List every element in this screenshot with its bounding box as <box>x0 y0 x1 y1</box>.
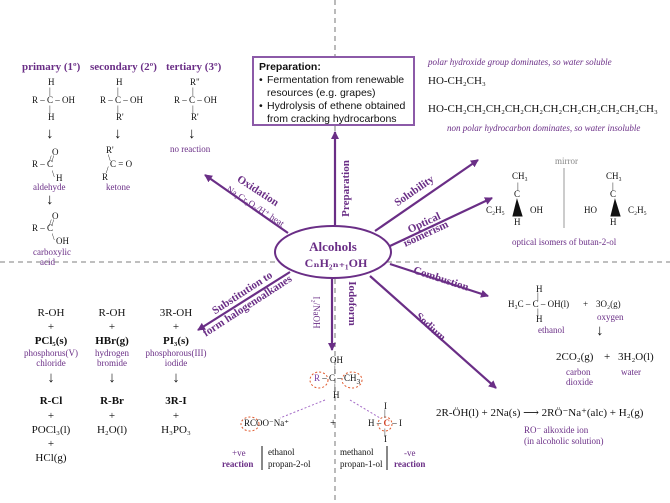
halogen-plus-2: + <box>108 321 116 333</box>
label-negative-2: reaction <box>394 459 426 469</box>
halogen-ri: 3R-I <box>165 395 187 407</box>
label-ketone: ketone <box>106 182 130 192</box>
heading-secondary: secondary (2º) <box>90 61 157 73</box>
label-carboxylic-1: carboxylic <box>33 247 71 257</box>
dashed-split-left <box>279 399 326 419</box>
optical-caption: optical isomers of butan-2-ol <box>512 237 617 247</box>
down-arrow-secondary: ↓ <box>114 126 122 142</box>
preparation-item-2a: Hydrolysis of ethene obtained <box>259 100 408 113</box>
preparation-box: Preparation: Fermentation from renewable… <box>252 56 415 126</box>
label-mirror: mirror <box>555 156 578 166</box>
preparation-item-1b: resources (e.g. grapes) <box>267 87 376 99</box>
wedge-right <box>610 198 621 217</box>
combustion-plus-2: + <box>604 351 611 363</box>
combustion-plus-1: + <box>583 299 589 309</box>
halogen-pcl5: PCl₅(s) <box>34 335 68 347</box>
dashed-split-right <box>349 399 381 419</box>
halogen-pcl5-name-1: phosphorus(V) <box>24 348 78 358</box>
highlight-rcoo <box>240 416 260 432</box>
arrow-combustion <box>389 262 489 298</box>
center-title: Alcohols <box>309 239 357 254</box>
label-carbon: carbon <box>566 367 591 377</box>
arrow-solubility <box>374 159 479 232</box>
label-positive-2: reaction <box>222 459 254 469</box>
combustion-co2: 2CO₂(g) <box>556 351 594 363</box>
down-arrow-combustion: ↓ <box>596 323 604 339</box>
label-aldehyde: aldehyde <box>33 182 66 192</box>
solubility-long-formula: HO-CH₂CH₂CH₂CH₂CH₂CH₂CH₂CH₂CH₂CH₂CH₃ <box>428 103 658 115</box>
halogen-roh-3: 3R-OH <box>159 307 193 319</box>
label-no-reaction: no reaction <box>170 144 211 154</box>
heading-primary: primary (1º) <box>22 61 81 73</box>
label-dioxide: dioxide <box>566 377 593 387</box>
heading-tertiary: tertiary (3º) <box>166 61 222 73</box>
halogen-plus-6: + <box>172 410 180 422</box>
sodium-equation: 2R-ÖH(l) + 2Na(s) ⟶ 2RÖ⁻Na⁺(alc) + H₂(g) <box>436 407 644 419</box>
halogen-plus-4: + <box>47 410 55 422</box>
down-arrow-aldehyde: ↓ <box>46 192 54 208</box>
sodium-ion-note: (in alcoholic solution) <box>524 436 604 446</box>
halogen-h3po3: H₃PO₃ <box>161 424 191 436</box>
halogen-hcl: HCl(g) <box>35 452 67 464</box>
label-ethanol: ethanol <box>538 325 565 335</box>
arrow-optical <box>389 197 493 247</box>
halogen-roh-1: R-OH <box>37 307 65 319</box>
halogen-plus-3: + <box>172 321 180 333</box>
combustion-h2o: 3H₂O(l) <box>618 351 654 363</box>
label-positive-1: +ve <box>232 448 246 458</box>
label-negative-1: -ve <box>404 448 416 458</box>
negative-example-1: methanol <box>340 447 374 457</box>
halogen-plus-7: + <box>47 438 55 450</box>
halogen-hbr: HBr(g) <box>95 335 129 347</box>
highlight-ch3-group <box>341 371 363 389</box>
combustion-o2: 3O₂(g) <box>596 299 621 309</box>
highlight-chi3 <box>377 416 393 432</box>
halogen-hbr-name-1: hydrogen <box>95 348 129 358</box>
down-arrow-pcl5: ↓ <box>47 370 55 386</box>
label-preparation: Preparation <box>339 160 352 217</box>
halogen-h2o: H₂O(l) <box>96 424 128 436</box>
halogen-pcl5-name-2: chloride <box>36 358 66 368</box>
negative-example-2: propan-1-ol <box>340 459 383 469</box>
arrow-sodium <box>369 275 497 389</box>
down-arrow-tertiary: ↓ <box>188 126 196 142</box>
solubility-nonpolar-note: non polar hydrocarbon dominates, so wate… <box>447 123 641 133</box>
center-ellipse <box>274 225 392 279</box>
halogen-rbr: R-Br <box>100 395 124 407</box>
wedge-left <box>512 198 523 217</box>
halogen-plus-1: + <box>47 321 55 333</box>
iodoform-carboxylate: RCOO⁻Na⁺ <box>244 418 289 428</box>
preparation-heading: Preparation: <box>259 61 321 73</box>
highlight-r-group <box>309 371 329 389</box>
arrow-oxidation <box>204 174 289 234</box>
down-arrow-pi3: ↓ <box>172 370 180 386</box>
halogen-pi3-name-1: phosphorous(III) <box>145 348 207 358</box>
halogen-pi3-name-2: iodide <box>164 358 188 368</box>
center-formula: CₙH₂ₙ₊₁OH <box>304 256 368 270</box>
halogen-plus-5: + <box>108 410 116 422</box>
halogen-rcl: R-Cl <box>39 395 63 407</box>
positive-example-2: propan-2-ol <box>268 459 311 469</box>
label-carboxylic-2: acid <box>40 257 55 267</box>
arrow-halogen <box>197 271 291 331</box>
iodoform-plus: + <box>330 417 337 429</box>
down-arrow-hbr: ↓ <box>108 370 116 386</box>
solubility-polar-note: polar hydroxide group dominates, so wate… <box>428 57 612 67</box>
preparation-item-2b: from cracking hydrocarbons <box>267 113 397 125</box>
halogen-pi3: PI₃(s) <box>163 335 189 347</box>
down-arrow-primary: ↓ <box>46 126 54 142</box>
label-iodoform-reagent: I₂/NaOH <box>311 296 322 329</box>
halogen-roh-2: R-OH <box>98 307 126 319</box>
label-water: water <box>621 367 641 377</box>
label-oxygen: oxygen <box>597 312 624 322</box>
positive-example-1: ethanol <box>268 447 295 457</box>
halogen-hbr-name-2: bromide <box>97 358 127 368</box>
preparation-item-1a: Fermentation from renewable <box>259 74 408 87</box>
sodium-ion: RO⁻ alkoxide ion <box>524 425 589 435</box>
halogen-pocl3: POCl₃(l) <box>31 424 71 436</box>
label-iodoform: Iodoform <box>345 281 358 326</box>
solubility-short-formula: HO-CH₂CH₃ <box>428 75 486 87</box>
